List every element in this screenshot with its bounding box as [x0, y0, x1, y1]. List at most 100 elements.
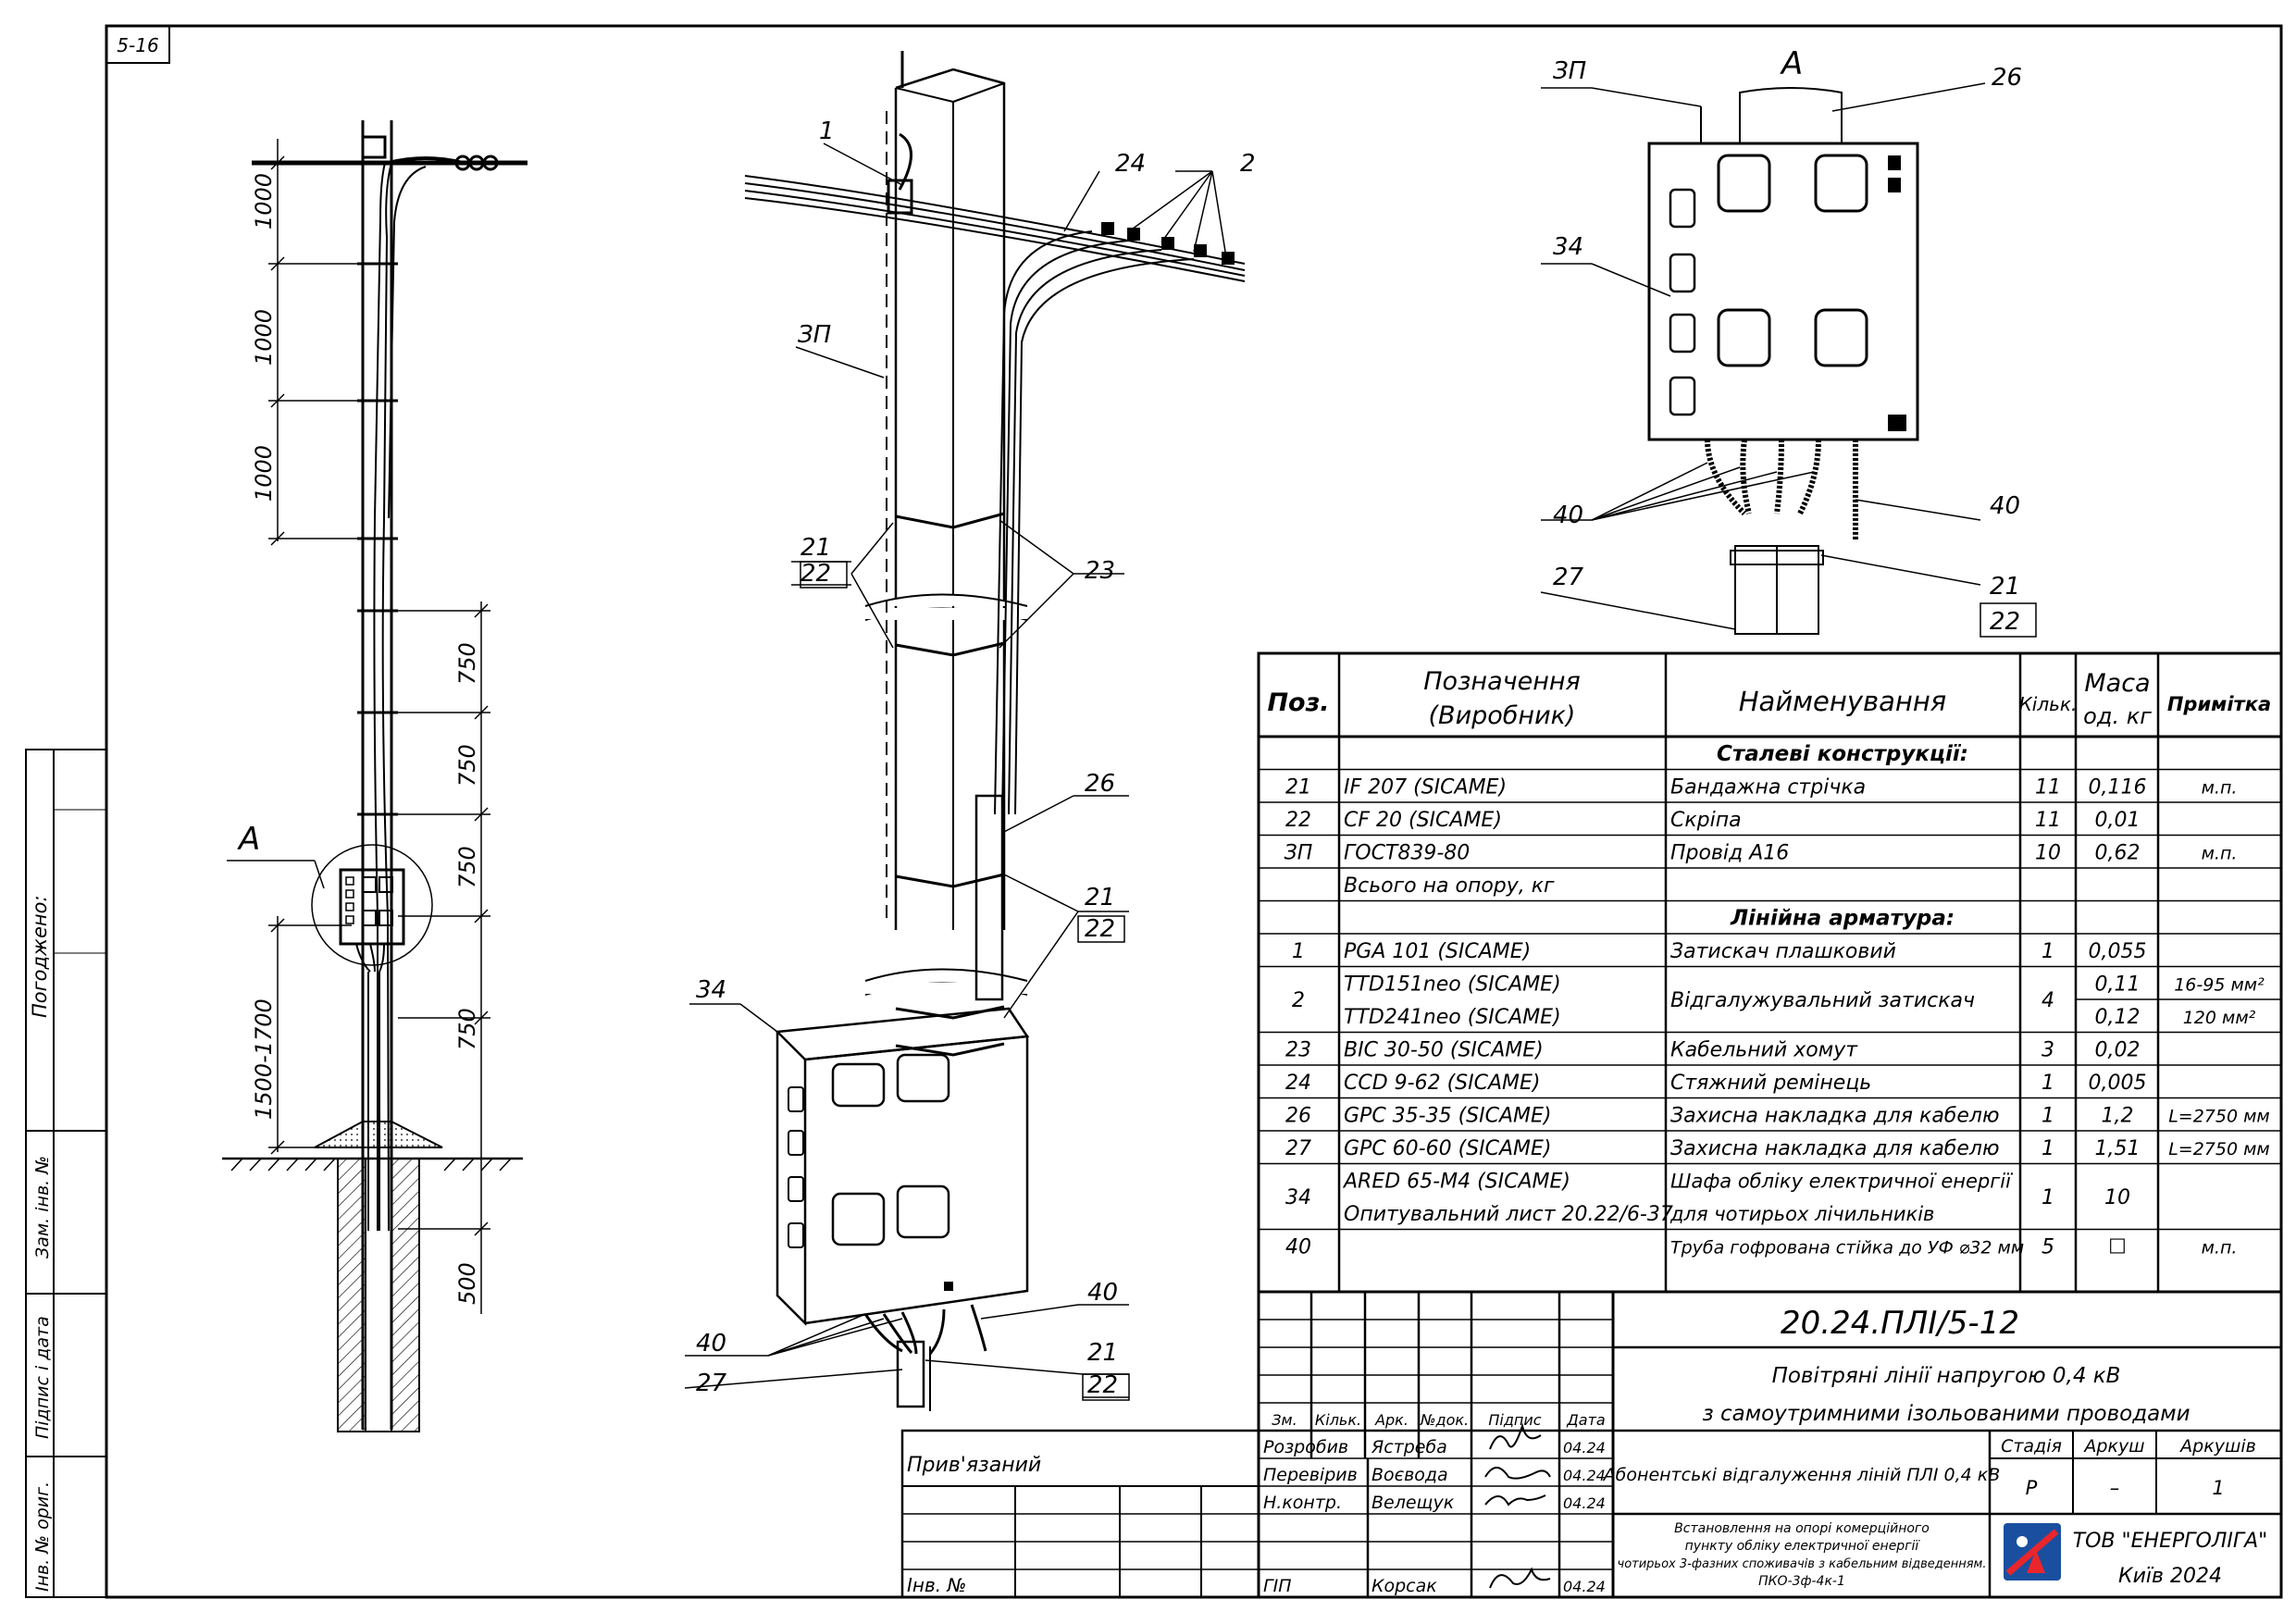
spec-cell-qty: 1 — [2042, 1104, 2054, 1127]
spec-cell-qty: 1 — [2042, 1186, 2054, 1209]
spec-cell-pos: 22 — [1285, 809, 1311, 832]
spec-cell-pos: 24 — [1285, 1072, 1311, 1095]
label-iso-21b: 21 — [1085, 884, 1115, 911]
tb-desc-3: чотирьох 3-фазних споживачів з кабельним… — [1618, 1557, 1987, 1571]
sheet-label: 5-16 — [117, 34, 158, 56]
dim-1000-c: 1000 — [251, 445, 277, 502]
spec-cell-name: Провід А16 — [1670, 841, 1789, 864]
spec-cell-pos: 23 — [1285, 1038, 1311, 1061]
spec-cell-pos: 2 — [1292, 989, 1305, 1012]
spec-cell-mass: 0,116 — [2089, 775, 2147, 799]
spec-cell-qty: 4 — [2042, 989, 2054, 1012]
spec-cell-designation: BIC 30-50 (SICAME) — [1344, 1038, 1544, 1061]
label-iso-2: 2 — [1240, 150, 1256, 178]
spec-cell-name: Захисна накладка для кабелю — [1670, 1137, 1999, 1160]
label-iso-40a: 40 — [696, 1330, 726, 1357]
tb-col-sheet: Арк. — [1374, 1411, 1409, 1429]
spec-cell-mass-2: 0,12 — [2095, 1006, 2141, 1029]
tb-col-sign: Підпис — [1488, 1411, 1541, 1429]
tb-name-3: Велещук — [1371, 1493, 1455, 1513]
spec-cell-note: м.п. — [2202, 843, 2238, 863]
label-iso-22c: 22 — [1087, 1371, 1118, 1399]
spec-cell-mass: 1,2 — [2102, 1104, 2134, 1127]
tb-sheet: – — [2110, 1477, 2120, 1499]
spec-cell-qty: 1 — [2042, 1072, 2054, 1095]
signature-scribbles — [1484, 1422, 1551, 1589]
spec-cell-pos: 1 — [1292, 940, 1305, 963]
tb-role-2: Перевірив — [1263, 1465, 1358, 1485]
th-designation-2: (Виробник) — [1429, 701, 1576, 730]
spec-cell-designation: CF 20 (SICAME) — [1344, 809, 1502, 832]
spec-cell-name: Відгалужувальний затискач — [1670, 989, 1975, 1012]
spec-cell-designation: GPC 60-60 (SICAME) — [1344, 1137, 1552, 1160]
tb-desc-1: Встановлення на опорі комерційного — [1674, 1521, 1930, 1536]
tb-desc-2: пункту обліку електричної енергії — [1685, 1539, 1921, 1554]
th-mass-1: Маса — [2084, 669, 2150, 698]
tb-col-date: Дата — [1566, 1411, 1605, 1429]
sheet-frame: 5-16 — [105, 24, 2283, 1599]
stamp-agreed: Погоджено: — [29, 895, 51, 1018]
spec-cell-qty: 11 — [2035, 809, 2061, 832]
label-detail-22: 22 — [1990, 608, 2020, 636]
spec-cell-qty: 11 — [2035, 775, 2061, 799]
dim-500: 500 — [454, 1262, 480, 1305]
dim-750-b: 750 — [454, 744, 480, 787]
spec-cell-mass: 10 — [2104, 1186, 2130, 1209]
spec-cell-name: Кабельний хомут — [1670, 1038, 1858, 1061]
label-iso-34: 34 — [696, 976, 726, 1004]
label-iso-40b: 40 — [1087, 1279, 1118, 1307]
spec-cell-name: Шафа обліку електричної енергії — [1670, 1170, 2014, 1192]
label-iso-21c: 21 — [1087, 1339, 1118, 1367]
stamp-replace-inv: Зам. інв. № — [32, 1156, 53, 1258]
spec-cell-mass: 0,005 — [2089, 1072, 2147, 1095]
th-name: Найменування — [1739, 686, 1947, 717]
tb-subject: Абонентські відгалуження ліній ПЛІ 0,4 к… — [1602, 1465, 2001, 1485]
stamp-sign-date: Підпис і дата — [32, 1316, 53, 1439]
tb-name-4: Корсак — [1371, 1576, 1437, 1596]
spec-section-title: Сталеві конструкції: — [1717, 742, 1968, 766]
label-iso-23: 23 — [1085, 557, 1115, 585]
spec-cell-pos: ЗП — [1285, 841, 1313, 864]
spec-cell-note: 16-95 мм² — [2174, 974, 2265, 995]
label-iso-22b: 22 — [1085, 915, 1115, 943]
spec-cell-name-2: для чотирьох лічильників — [1669, 1203, 1934, 1225]
spec-cell-name: Труба гофрована стійка до УФ ⌀32 мм — [1670, 1237, 2024, 1258]
label-detail-34: 34 — [1553, 233, 1583, 261]
spec-cell-note-2: 120 мм² — [2183, 1008, 2256, 1028]
tb-stage-header: Стадія — [2001, 1436, 2062, 1457]
spec-cell-designation: CCD 9-62 (SICAME) — [1344, 1072, 1541, 1095]
spec-cell-designation-2: TTD241neo (SICAME) — [1344, 1006, 1561, 1029]
tb-linked: Прив'язаний — [907, 1454, 1041, 1477]
label-detail-21: 21 — [1990, 573, 2020, 601]
spec-cell-designation: PGA 101 (SICAME) — [1344, 940, 1531, 963]
tb-col-zm: Зм. — [1272, 1411, 1297, 1429]
company-logo — [2004, 1523, 2061, 1581]
tb-sheets-header: Аркушів — [2178, 1436, 2256, 1457]
spec-cell-mass: 0,02 — [2095, 1038, 2141, 1061]
spec-cell-name: Скріпа — [1670, 809, 1742, 832]
label-detail-26: 26 — [1992, 64, 2022, 92]
spec-cell-qty: 5 — [2042, 1235, 2054, 1258]
pole-elevation-view: 1000 1000 1000 750 750 750 750 500 — [222, 120, 527, 1432]
dim-1000-a: 1000 — [251, 173, 277, 229]
th-designation-1: Позначення — [1423, 667, 1581, 696]
spec-cell-qty: 1 — [2042, 1137, 2054, 1160]
tb-date-3: 04.24 — [1563, 1494, 1606, 1512]
tb-date-1: 04.24 — [1563, 1439, 1606, 1457]
tb-stage: Р — [2026, 1477, 2038, 1499]
label-iso-zp: ЗП — [798, 321, 831, 349]
spec-cell-designation: IF 207 (SICAME) — [1344, 775, 1507, 799]
spec-cell-pos: 21 — [1285, 775, 1311, 799]
tb-col-qty: Кільк. — [1315, 1411, 1361, 1429]
spec-cell-mass: 1,51 — [2095, 1137, 2141, 1160]
spec-cell-qty: 3 — [2042, 1038, 2054, 1061]
th-pos: Поз. — [1267, 688, 1329, 717]
dim-750-c: 750 — [454, 846, 480, 888]
spec-cell-mass: 0,01 — [2095, 809, 2141, 832]
spec-cell-note: м.п. — [2202, 1237, 2238, 1258]
label-iso-21a: 21 — [800, 534, 831, 562]
spec-cell-pos: 26 — [1285, 1104, 1311, 1127]
spec-cell-designation: ARED 65-M4 (SICAME) — [1342, 1170, 1570, 1193]
spec-section-title: Лінійна арматура: — [1730, 906, 1955, 930]
tb-code: 20.24.ПЛІ/5-12 — [1781, 1305, 2019, 1342]
